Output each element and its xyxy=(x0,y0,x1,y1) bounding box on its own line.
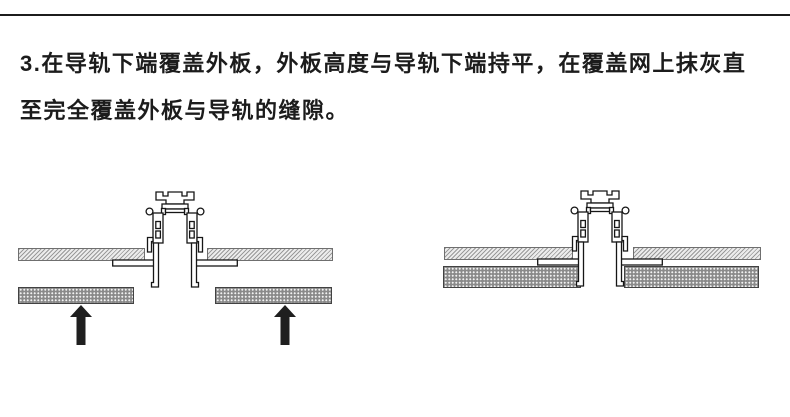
outer-panel-dotted-left xyxy=(443,266,581,288)
outer-panel-dotted-right xyxy=(215,287,332,304)
outer-panel-dotted-right xyxy=(624,266,759,288)
divider-line xyxy=(0,14,790,16)
instruction-text: 3.在导轨下端覆盖外板，外板高度与导轨下端持平，在覆盖网上抹灰直 至完全覆盖外板… xyxy=(20,40,782,134)
push-up-arrow-icon xyxy=(70,305,92,345)
outer-panel-dotted-left xyxy=(18,287,134,304)
wall-panel-hatched-left xyxy=(444,247,573,260)
track-rail-profile-icon xyxy=(537,190,663,287)
track-rail-profile-icon xyxy=(112,191,238,288)
wall-panel-hatched-right xyxy=(207,248,333,261)
wall-panel-hatched-left xyxy=(18,248,145,261)
instruction-line-1: 3.在导轨下端覆盖外板，外板高度与导轨下端持平，在覆盖网上抹灰直 xyxy=(20,51,747,76)
wall-panel-hatched-right xyxy=(633,247,761,260)
push-up-arrow-icon xyxy=(274,305,296,345)
instruction-line-2: 至完全覆盖外板与导轨的缝隙。 xyxy=(20,98,350,123)
